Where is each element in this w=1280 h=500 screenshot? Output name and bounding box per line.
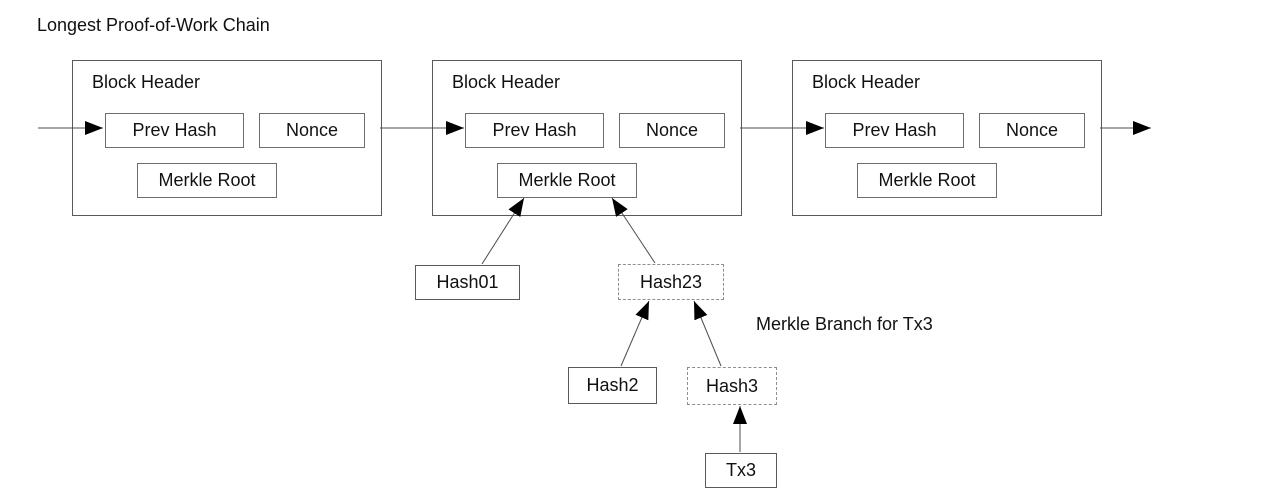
nonce-box: Nonce: [259, 113, 365, 148]
nonce-box: Nonce: [619, 113, 725, 148]
block-title: Block Header: [452, 72, 561, 92]
arrow-hash3-to-hash23: [693, 300, 722, 367]
merkle-node-tx3: Tx3: [705, 453, 777, 488]
diagram-title: Longest Proof-of-Work Chain: [37, 15, 270, 35]
merkle-root-box: Merkle Root: [497, 163, 637, 198]
block-header-3: Block Header Prev Hash Nonce Merkle Root: [792, 60, 1102, 216]
prev-hash-box: Prev Hash: [465, 113, 604, 148]
merkle-root-box: Merkle Root: [137, 163, 277, 198]
merkle-root-box: Merkle Root: [857, 163, 997, 198]
merkle-branch-label: Merkle Branch for Tx3: [756, 314, 933, 334]
block-header-1: Block Header Prev Hash Nonce Merkle Root: [72, 60, 382, 216]
merkle-node-hash01: Hash01: [415, 265, 520, 300]
block-header-2: Block Header Prev Hash Nonce Merkle Root: [432, 60, 742, 216]
arrow-hash2-to-hash23: [620, 300, 650, 367]
block-title: Block Header: [812, 72, 921, 92]
prev-hash-box: Prev Hash: [825, 113, 964, 148]
nonce-box: Nonce: [979, 113, 1085, 148]
block-title: Block Header: [92, 72, 201, 92]
merkle-node-hash2: Hash2: [568, 367, 657, 404]
merkle-node-hash23: Hash23: [618, 264, 724, 300]
prev-hash-box: Prev Hash: [105, 113, 244, 148]
merkle-node-hash3: Hash3: [687, 367, 777, 405]
